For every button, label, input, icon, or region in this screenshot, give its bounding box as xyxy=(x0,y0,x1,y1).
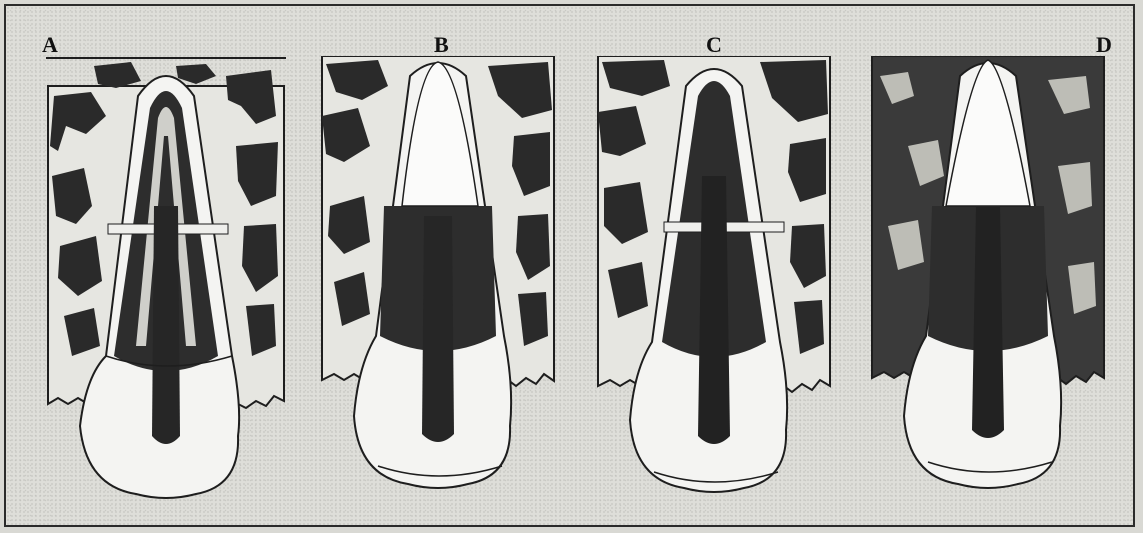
panel-label-a: A xyxy=(42,32,58,58)
panel-c-canal xyxy=(698,176,730,444)
panel-label-c: C xyxy=(706,32,722,58)
panel-b-tooth-diagram xyxy=(318,56,558,516)
panel-label-d: D xyxy=(1096,32,1112,58)
panel-c-tooth-diagram xyxy=(594,56,834,516)
panel-d-canal xyxy=(972,206,1004,438)
panel-a-tooth-diagram xyxy=(46,56,286,516)
panel-d-svg xyxy=(868,56,1108,516)
panel-label-b: B xyxy=(434,32,449,58)
panel-b-svg xyxy=(318,56,558,516)
panel-a-svg xyxy=(46,56,286,516)
figure-frame: A B C D xyxy=(4,4,1135,527)
panel-d-tooth-diagram xyxy=(868,56,1108,516)
panel-a-canal xyxy=(152,206,180,444)
panel-c-svg xyxy=(594,56,834,516)
panel-b-canal xyxy=(422,216,454,442)
